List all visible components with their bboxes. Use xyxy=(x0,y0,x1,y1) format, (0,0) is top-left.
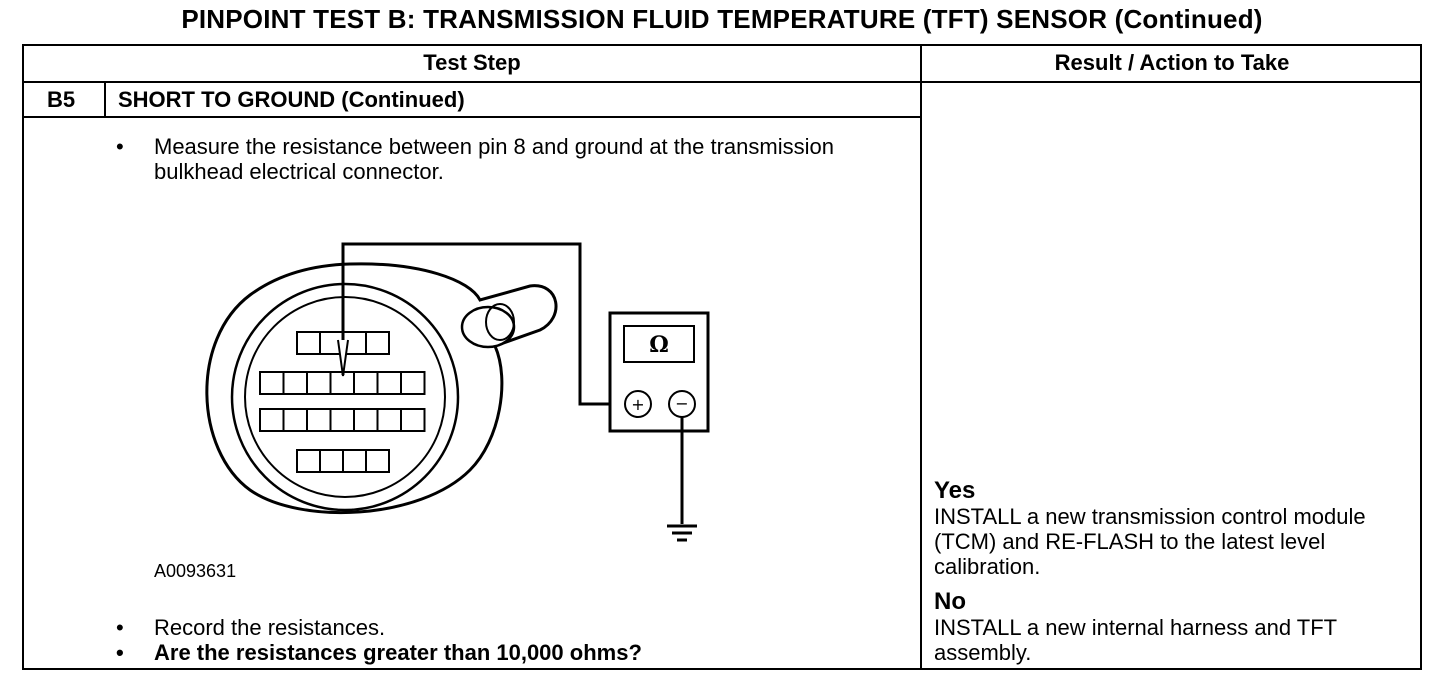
bullet-marker: • xyxy=(116,615,124,640)
result-yes-action: INSTALL a new transmission control modul… xyxy=(934,504,1366,579)
step-id: B5 xyxy=(47,87,76,112)
page-title: PINPOINT TEST B: TRANSMISSION FLUID TEMP… xyxy=(181,4,1263,34)
connector-ring-outer xyxy=(230,282,460,512)
connector-ohmmeter-diagram: Ω + − xyxy=(205,242,710,542)
pinpoint-test-table xyxy=(22,44,1422,670)
step-title-divider xyxy=(22,116,922,118)
test-step-header: Test Step xyxy=(423,50,521,75)
pin-row-3 xyxy=(259,408,426,432)
probe-tip xyxy=(337,339,349,377)
ohm-symbol: Ω xyxy=(649,332,669,358)
question-text: Are the resistances greater than 10,000 … xyxy=(154,640,642,665)
plus-symbol: + xyxy=(631,395,644,414)
bullet-marker: • xyxy=(116,134,124,159)
instruction-record: • Record the resistances. xyxy=(116,615,834,640)
ground-symbol xyxy=(667,524,697,542)
instruction-text: Measure the resistance between pin 8 and… xyxy=(154,134,834,184)
instruction-question: • Are the resistances greater than 10,00… xyxy=(116,640,854,665)
result-no-label: No xyxy=(934,588,966,615)
pin-row-2 xyxy=(259,371,426,395)
ohmmeter-display xyxy=(623,325,695,363)
header-divider xyxy=(22,81,1422,83)
instruction-measure: • Measure the resistance between pin 8 a… xyxy=(116,134,834,184)
result-header: Result / Action to Take xyxy=(1054,50,1290,75)
positive-lead-wire xyxy=(341,242,625,406)
column-divider xyxy=(920,44,922,670)
pin-row-1 xyxy=(296,331,390,355)
minus-symbol: − xyxy=(675,394,688,413)
bullet-marker: • xyxy=(116,640,124,665)
instruction-text: Record the resistances. xyxy=(154,615,386,640)
result-no-action: INSTALL a new internal harness and TFT a… xyxy=(934,615,1337,665)
positive-terminal xyxy=(624,390,652,418)
result-yes-label: Yes xyxy=(934,477,976,504)
step-id-divider xyxy=(104,81,106,118)
connector-ring-inner xyxy=(244,296,446,498)
step-title: SHORT TO GROUND (Continued) xyxy=(118,87,465,112)
pin-row-4 xyxy=(296,449,390,473)
figure-id: A0093631 xyxy=(154,561,237,581)
